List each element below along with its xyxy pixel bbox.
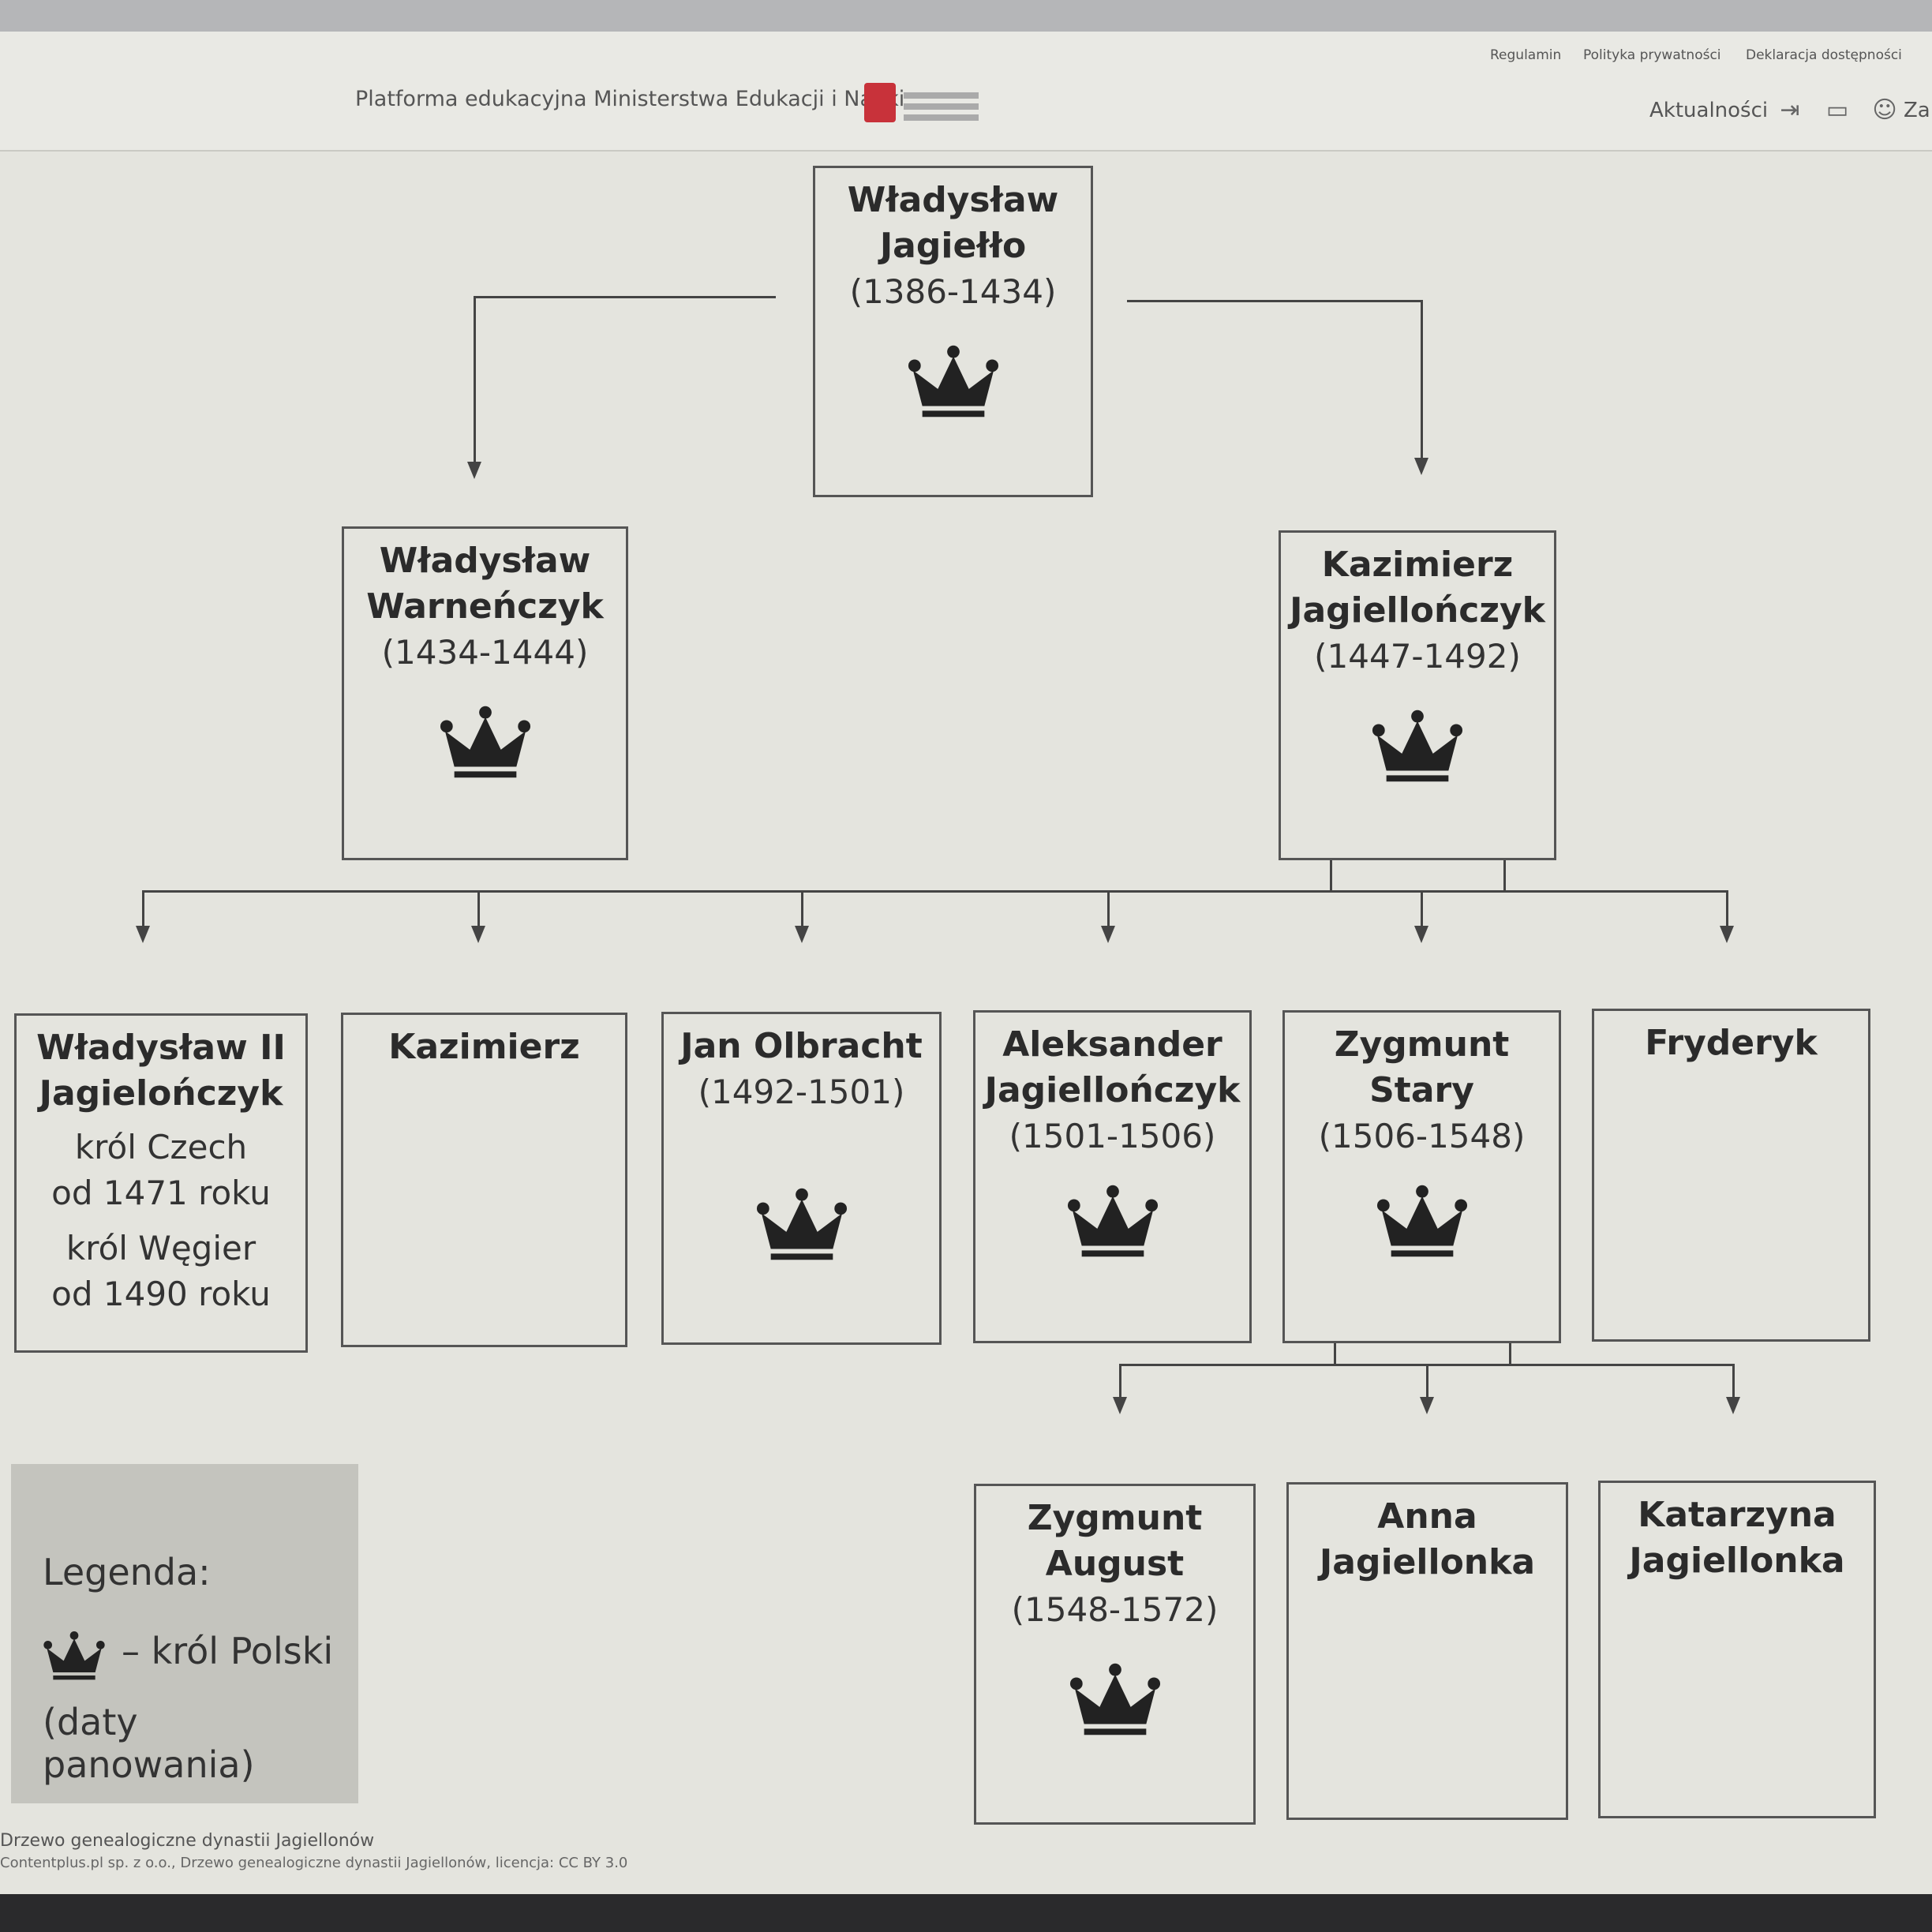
arrow <box>467 462 481 479</box>
eagle-emblem-icon <box>864 83 896 122</box>
node-wladyslaw-jagiello: Władysław Jagiełło (1386-1434) <box>813 166 1093 497</box>
crown-icon <box>1069 1663 1160 1735</box>
title-note-bohemia: król Czech od 1471 roku <box>51 1128 271 1212</box>
person-name: Anna Jagiellonka <box>1319 1496 1536 1582</box>
arrow <box>1414 458 1428 475</box>
person-name: Zygmunt Stary <box>1334 1024 1510 1110</box>
node-wladyslaw-ii-jagielonczyk: Władysław II Jagielończyk król Czech od … <box>14 1013 308 1353</box>
connector <box>1503 829 1506 892</box>
person-name: Kazimierz <box>388 1027 580 1067</box>
arrow <box>1101 926 1115 943</box>
crown-icon <box>1376 1185 1467 1257</box>
reign-dates: (1501-1506) <box>1009 1117 1216 1155</box>
reign-dates: (1492-1501) <box>698 1073 905 1111</box>
reign-dates: (1447-1492) <box>1314 637 1521 676</box>
person-name: Kazimierz Jagiellończyk <box>1290 545 1545 631</box>
node-kazimierz-jagiellonczyk: Kazimierz Jagiellończyk (1447-1492) <box>1279 530 1556 860</box>
connector <box>1421 300 1423 458</box>
arrow <box>136 926 150 943</box>
node-fryderyk: Fryderyk <box>1592 1009 1870 1342</box>
reign-dates: (1386-1434) <box>849 272 1057 311</box>
ministry-logo[interactable] <box>864 83 990 122</box>
node-jan-olbracht: Jan Olbracht (1492-1501) <box>661 1012 942 1345</box>
terms-link[interactable]: Regulamin <box>1490 47 1562 63</box>
arrow <box>1414 926 1428 943</box>
family-tree-diagram: Władysław Jagiełło (1386-1434) Władysław… <box>0 32 1932 1894</box>
node-aleksander-jagiellonczyk: Aleksander Jagiellończyk (1501-1506) <box>973 1010 1252 1343</box>
person-name: Aleksander Jagiellończyk <box>984 1024 1241 1110</box>
crown-icon <box>1372 710 1463 782</box>
connector <box>474 296 776 298</box>
connector <box>1732 1364 1735 1397</box>
figure-credit: Contentplus.pl sp. z o.o., Drzewo geneal… <box>0 1855 628 1871</box>
node-zygmunt-stary: Zygmunt Stary (1506-1548) <box>1282 1010 1561 1343</box>
legend: Legenda: – król Polski (daty panowania) <box>11 1464 358 1803</box>
connector <box>477 890 480 926</box>
monitor-bezel-top <box>0 0 1932 32</box>
person-name: Władysław Jagiełło <box>847 180 1059 266</box>
connector <box>1330 829 1332 892</box>
connector <box>1107 890 1110 926</box>
person-name: Władysław II Jagielończyk <box>36 1028 286 1114</box>
arrow <box>1420 1397 1434 1414</box>
screen: Regulamin Polityka prywatności Deklaracj… <box>0 32 1932 1894</box>
crown-icon <box>908 345 998 417</box>
accessibility-declaration-link[interactable]: Deklaracja dostępności <box>1746 47 1902 63</box>
site-header: Regulamin Polityka prywatności Deklaracj… <box>0 32 1932 152</box>
title-note-hungary: król Węgier od 1490 roku <box>51 1229 271 1313</box>
arrow <box>471 926 485 943</box>
connector <box>1421 890 1423 926</box>
legend-dates-label: (daty panowania) <box>43 1701 255 1786</box>
person-name: Fryderyk <box>1645 1023 1818 1063</box>
crown-icon <box>440 706 530 778</box>
node-zygmunt-august: Zygmunt August (1548-1572) <box>974 1484 1256 1825</box>
arrow <box>795 926 809 943</box>
connector <box>1127 300 1423 302</box>
crown-icon <box>756 1188 847 1260</box>
monitor-bezel-bottom <box>0 1894 1932 1932</box>
arrow <box>1113 1397 1127 1414</box>
privacy-policy-link[interactable]: Polityka prywatności <box>1583 47 1721 63</box>
platform-title[interactable]: Platforma edukacyjna Ministerstwa Edukac… <box>355 87 905 111</box>
crown-icon <box>1067 1185 1158 1257</box>
reign-dates: (1506-1548) <box>1318 1117 1526 1155</box>
news-link[interactable]: Aktualności <box>1649 99 1769 122</box>
reign-dates: (1548-1572) <box>1011 1590 1219 1629</box>
connector <box>1426 1364 1428 1397</box>
arrow <box>1726 1397 1740 1414</box>
login-arrow-icon[interactable]: ⇥ <box>1780 96 1800 124</box>
node-kazimierz: Kazimierz <box>341 1013 627 1347</box>
person-name: Jan Olbracht <box>680 1026 923 1066</box>
figure-caption: Drzewo genealogiczne dynastii Jagiellonó… <box>0 1831 375 1851</box>
reign-dates: (1434-1444) <box>381 633 589 672</box>
connector <box>474 296 476 462</box>
person-name: Zygmunt August <box>1027 1498 1203 1584</box>
connector <box>1119 1364 1121 1397</box>
node-anna-jagiellonka: Anna Jagiellonka <box>1286 1482 1568 1820</box>
user-icon[interactable]: ☺ <box>1872 96 1897 124</box>
crown-icon <box>43 1631 105 1680</box>
person-name: Katarzyna Jagiellonka <box>1629 1495 1845 1581</box>
node-wladyslaw-warnenczyk: Władysław Warneńczyk (1434-1444) <box>342 526 628 860</box>
legend-crown-label: – król Polski <box>122 1630 334 1672</box>
login-link[interactable]: Zal <box>1904 99 1932 122</box>
connector <box>142 890 144 926</box>
node-katarzyna-jagiellonka: Katarzyna Jagiellonka <box>1598 1481 1876 1818</box>
legend-title: Legenda: <box>43 1551 211 1593</box>
folder-icon[interactable]: ▭ <box>1825 96 1849 124</box>
connector <box>142 890 1728 893</box>
connector <box>1726 890 1728 926</box>
person-name: Władysław Warneńczyk <box>366 541 604 627</box>
arrow <box>1720 926 1734 943</box>
connector <box>801 890 803 926</box>
